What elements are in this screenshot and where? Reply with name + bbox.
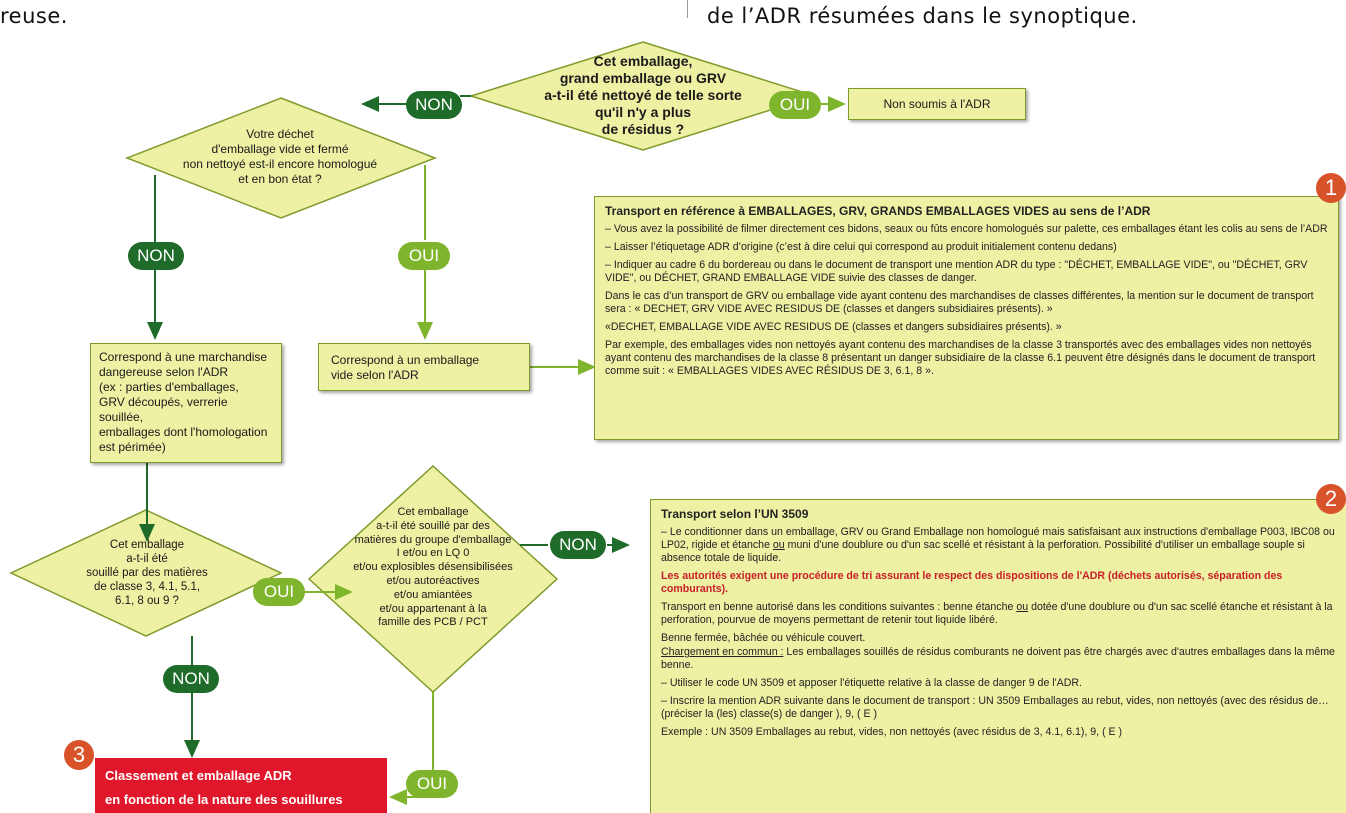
- box2-p5: – Utiliser le code UN 3509 et apposer l'…: [661, 677, 1082, 689]
- box-non-soumis: Non soumis à l'ADR: [848, 88, 1026, 120]
- red-box-classement: Classement et emballage ADR en fonction …: [95, 758, 387, 813]
- info-box-un3509: Transport selon l’UN 3509 – Le condition…: [650, 499, 1346, 813]
- box2-p4: Chargement en commun : Les emballages so…: [661, 646, 1335, 671]
- diamond-classe: [9, 509, 283, 637]
- diamond-main: [468, 41, 818, 151]
- diamond-main-text: Cet emballage, grand emballage ou GRV a-…: [544, 53, 742, 137]
- label-oui-groupe: OUI: [406, 770, 458, 798]
- column-divider: [687, 0, 688, 18]
- diamond-homologue: [124, 97, 438, 219]
- badge-3: 3: [64, 740, 94, 770]
- box1-p5: «DECHET, EMBALLAGE VIDE AVEC RESIDUS DE …: [605, 321, 1062, 333]
- box-emballage-vide: Correspond à un emballage vide selon l'A…: [318, 343, 530, 391]
- label-oui-main: OUI: [769, 91, 821, 119]
- top-right-text: de l’ADR résumées dans le synoptique.: [707, 4, 1138, 28]
- label-non-homologue: NON: [128, 242, 184, 270]
- box2-p3: Benne fermée, bâchée ou véhicule couvert…: [661, 632, 866, 644]
- box1-p3: – Indiquer au cadre 6 du bordereau ou da…: [605, 259, 1308, 284]
- diamond-classe-text: Cet emballage a-t-il été souillé par des…: [86, 539, 208, 607]
- box2-p6: – Inscrire la mention ADR suivante dans …: [661, 695, 1329, 720]
- badge-1: 1: [1316, 173, 1346, 203]
- badge-2: 2: [1316, 484, 1346, 514]
- box2-p7: Exemple : UN 3509 Emballages au rebut, v…: [661, 726, 1123, 738]
- info-box-emballages-vides: Transport en référence à EMBALLAGES, GRV…: [594, 196, 1339, 440]
- label-oui-homologue: OUI: [398, 242, 450, 270]
- diamond-homologue-text: Votre déchet d'emballage vide et fermé n…: [182, 127, 378, 186]
- box1-p2: – Laisser l’étiquetage ADR d’origine (c’…: [605, 241, 1117, 253]
- box1-p6: Par exemple, des emballages vides non ne…: [605, 339, 1316, 377]
- box-marchandise: Correspond à une marchandise dangereuse …: [90, 343, 282, 463]
- box1-p1: – Vous avez la possibilité de filmer dir…: [605, 223, 1328, 235]
- box2-red-warning: Les autorités exigent une procédure de t…: [661, 570, 1283, 595]
- label-non-main: NON: [406, 91, 462, 119]
- box2-p1: – Le conditionner dans un emballage, GRV…: [661, 526, 1335, 564]
- top-left-text: reuse.: [0, 4, 68, 28]
- label-non-classe: NON: [163, 665, 219, 693]
- box2-p2: Transport en benne autorisé dans les con…: [661, 601, 1333, 626]
- label-oui-classe: OUI: [253, 578, 305, 606]
- box2-title: Transport selon l’UN 3509: [661, 507, 809, 521]
- diamond-groupe-text: Cet emballage a-t-il été souillé par des…: [353, 506, 513, 629]
- label-non-groupe: NON: [550, 531, 606, 559]
- box1-p4: Dans le cas d’un transport de GRV ou emb…: [605, 290, 1314, 315]
- box1-title: Transport en référence à EMBALLAGES, GRV…: [605, 204, 1151, 218]
